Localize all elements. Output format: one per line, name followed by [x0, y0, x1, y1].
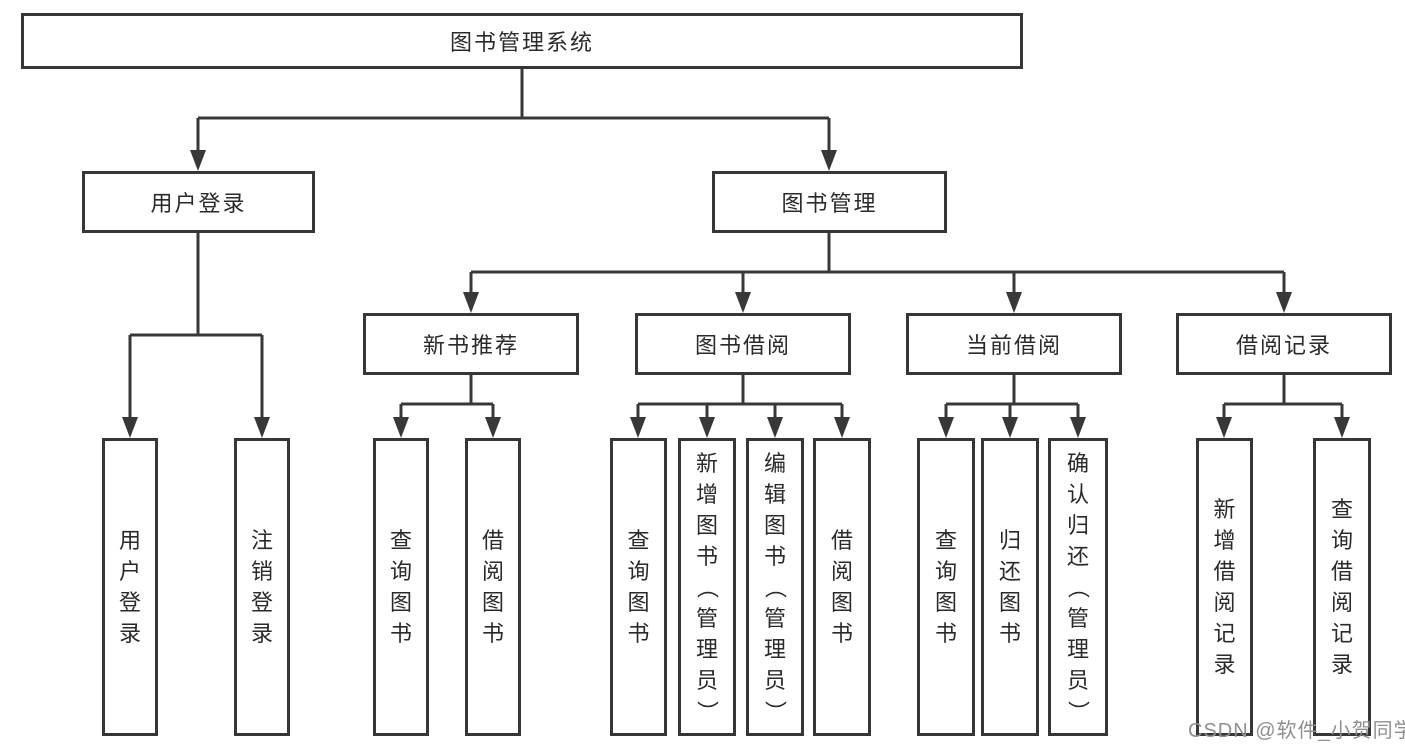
- node-label: 当前借阅: [965, 333, 1062, 358]
- leaf-query-books-2: 查询图书: [610, 438, 667, 736]
- arrow-down-icon: [767, 417, 783, 438]
- leaf-query-books-3: 查询图书: [917, 438, 975, 736]
- arrow-down-icon: [821, 150, 837, 171]
- arrow-down-icon: [1006, 292, 1022, 313]
- node-label: 借阅记录: [1235, 333, 1332, 358]
- arrow-down-icon: [485, 417, 501, 438]
- node-book-borrow: 图书借阅: [635, 313, 851, 375]
- arrow-down-icon: [630, 417, 646, 438]
- leaf-confirm-return-admin: 确认归还（管理员）: [1048, 438, 1108, 736]
- arrow-down-icon: [254, 417, 270, 438]
- node-label: 用户登录: [118, 528, 141, 646]
- leaf-add-borrow-record: 新增借阅记录: [1196, 438, 1253, 736]
- node-label: 归还图书: [998, 528, 1021, 646]
- node-label: 查询图书: [627, 528, 650, 646]
- arrow-down-icon: [735, 292, 751, 313]
- node-label: 注销登录: [250, 528, 273, 646]
- arrow-down-icon: [1276, 292, 1292, 313]
- csdn-watermark: CSDN @软件_小贺同学: [1188, 720, 1405, 742]
- arrow-down-icon: [463, 292, 479, 313]
- node-book-management: 图书管理: [712, 171, 947, 233]
- node-root-book-management-system: 图书管理系统: [21, 13, 1023, 69]
- leaf-edit-books-admin: 编辑图书（管理员）: [746, 438, 804, 736]
- node-borrow-records: 借阅记录: [1176, 313, 1392, 375]
- arrow-down-icon: [393, 417, 409, 438]
- arrow-down-icon: [834, 417, 850, 438]
- edge-book-mgmt-children: [469, 233, 1286, 296]
- edge-current-borrow-children: [944, 375, 1080, 421]
- edge-borrow-record-children: [1222, 375, 1344, 421]
- leaf-borrow-books-2: 借阅图书: [813, 438, 871, 736]
- node-user-login: 用户登录: [82, 171, 315, 233]
- arrow-down-icon: [1070, 417, 1086, 438]
- arrow-down-icon: [699, 417, 715, 438]
- arrow-down-icon: [1002, 417, 1018, 438]
- node-label: 用户登录: [150, 191, 247, 216]
- node-label: 新增借阅记录: [1213, 497, 1236, 677]
- node-label: 图书管理系统: [449, 30, 594, 55]
- leaf-user-login: 用户登录: [102, 438, 158, 736]
- edge-user-login-children: [128, 233, 264, 421]
- node-label: 图书管理: [781, 191, 878, 216]
- connector-paths: [128, 69, 1344, 421]
- arrow-down-icon: [938, 417, 954, 438]
- arrow-down-icon: [190, 150, 206, 171]
- edge-new-book-children: [399, 375, 495, 421]
- leaf-add-books-admin: 新增图书（管理员）: [678, 438, 736, 736]
- leaf-logout: 注销登录: [234, 438, 290, 736]
- node-label: 新书推荐: [422, 333, 519, 358]
- arrowhead-icons: [122, 150, 1350, 438]
- node-label: 新增图书（管理员）: [694, 450, 720, 723]
- node-label: 编辑图书（管理员）: [762, 450, 788, 723]
- arrow-down-icon: [1216, 417, 1232, 438]
- node-current-borrow: 当前借阅: [906, 313, 1122, 375]
- node-label: 确认归还（管理员）: [1065, 450, 1091, 723]
- node-label: 借阅图书: [481, 528, 504, 646]
- edge-root-to-level1: [196, 69, 831, 152]
- leaf-query-borrow-record: 查询借阅记录: [1313, 438, 1371, 736]
- leaf-query-books-1: 查询图书: [373, 438, 429, 736]
- node-label: 查询借阅记录: [1330, 497, 1353, 677]
- node-label: 查询图书: [934, 528, 957, 646]
- leaf-borrow-books-1: 借阅图书: [465, 438, 521, 736]
- node-label: 图书借阅: [694, 333, 791, 358]
- node-label: 查询图书: [389, 528, 412, 646]
- node-label: 借阅图书: [830, 528, 853, 646]
- arrow-down-icon: [122, 417, 138, 438]
- edge-book-borrow-children: [636, 375, 844, 421]
- node-new-book-recommend: 新书推荐: [363, 313, 579, 375]
- leaf-return-books: 归还图书: [981, 438, 1039, 736]
- arrow-down-icon: [1334, 417, 1350, 438]
